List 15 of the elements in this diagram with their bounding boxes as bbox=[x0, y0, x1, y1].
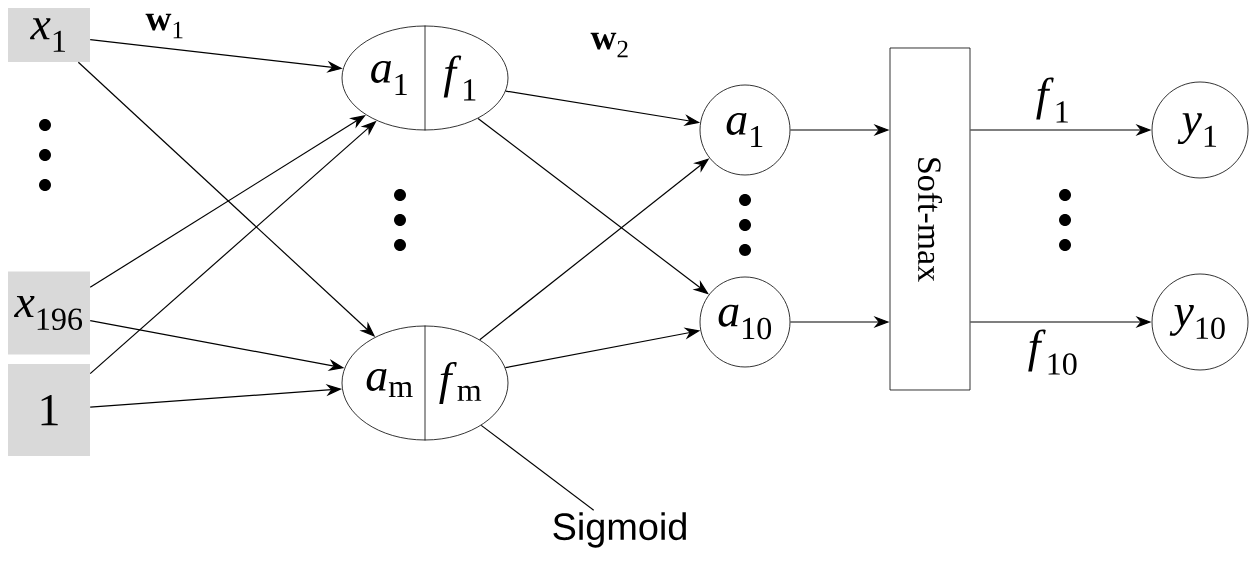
leader-line bbox=[480, 424, 595, 511]
neuron-label: a$_{m}$ bbox=[366, 368, 413, 398]
input-box: x$_{1}$ bbox=[8, 8, 90, 62]
edge-label: f$_{1}$ bbox=[1036, 77, 1068, 123]
neuron-label: f$_{m}$ bbox=[439, 362, 482, 404]
input-box: 1 bbox=[8, 364, 90, 456]
weight-label: w$_{2}$ bbox=[590, 32, 628, 58]
weight-label: w$_{1}$ bbox=[145, 13, 183, 39]
input-box: x$_{196}$ bbox=[8, 271, 90, 355]
softmax-box: Soft-max bbox=[889, 47, 971, 391]
neuron-label: f$_{1}$ bbox=[443, 55, 476, 101]
annotation-text: Sigmoid bbox=[553, 512, 686, 548]
neuron-label: a$_{1}$ bbox=[371, 60, 407, 96]
edge-label: f$_{10}$ bbox=[1028, 329, 1077, 375]
arrow bbox=[477, 117, 709, 295]
